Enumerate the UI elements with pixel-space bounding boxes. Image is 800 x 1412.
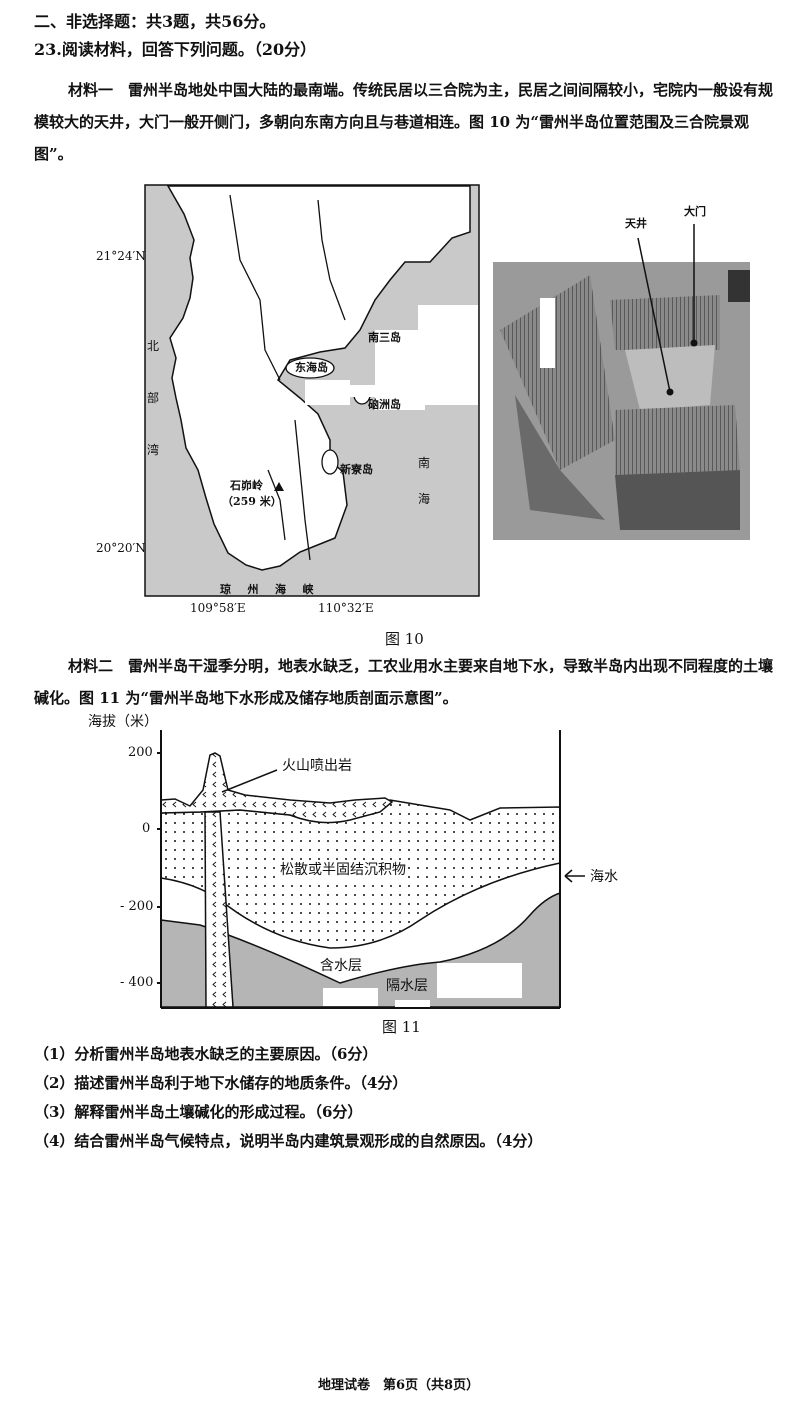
question-3: （3）解释雷州半岛土壤碱化的形成过程。（6分） [34,1103,363,1121]
map-label-peak-height: （259 米） [222,495,282,508]
peninsula-land [166,185,471,571]
volcanic-cap [160,752,394,824]
label-sea-water: 海水 [590,869,618,885]
map-label-naozhou: 硇洲岛 [368,398,401,411]
map-label-xinliao: 新寮岛 [340,463,373,476]
lat-label-north: 21°24′N [96,249,146,263]
figure10-caption: 图 10 [385,630,424,648]
courtyard-photo [493,224,750,540]
question-title: 23.阅读材料，回答下列问题。（20分） [34,40,317,59]
label-aquifer: 含水层 [320,958,362,974]
map-label-nansan: 南三岛 [368,331,401,344]
section-heading: 二、非选择题：共3题，共56分。 [34,12,276,31]
y-tick-minus200: - 200 [120,899,154,914]
map-label-strait: 琼 州 海 峡 [220,583,314,596]
figure11-caption: 图 11 [382,1018,421,1036]
question-2: （2）描述雷州半岛利于地下水储存的地质条件。（4分） [34,1074,408,1092]
map-label-donghai: 东海岛 [295,361,328,374]
question-4: （4）结合雷州半岛气候特点，说明半岛内建筑景观形成的自然原因。（4分） [34,1132,543,1150]
label-sediment: 松散或半固结沉积物 [280,860,406,880]
lon-label-west: 109°58′E [190,601,246,615]
photo-label-courtyard: 天井 [625,217,647,230]
question-1: （1）分析雷州半岛地表水缺乏的主要原因。（6分） [34,1045,378,1063]
map-label-nanhai: 南海 [418,456,431,506]
lat-label-south: 20°20′N [96,541,146,555]
page-footer: 地理试卷 第6页（共8页） [318,1378,480,1393]
y-axis-label: 海拔（米） [88,714,158,730]
material-1-label: 材料一 [68,81,114,99]
peak-triangle-icon [274,482,284,491]
map-label-beibu: 北部湾 [147,339,160,457]
material-1: 材料一 雷州半岛地处中国大陆的最南端。传统民居以三合院为主，民居之间间隔较小，宅… [34,74,774,170]
y-tick-0: 0 [142,821,151,836]
sea-arrow-icon [564,869,585,883]
y-tick-200: 200 [128,745,153,760]
material-2-text: 雷州半岛干湿季分明，地表水缺乏，工农业用水主要来自地下水，导致半岛内出现不同程度… [34,657,774,707]
map-label-peak: 石峁岭 [230,479,263,492]
material-1-text: 雷州半岛地处中国大陆的最南端。传统民居以三合院为主，民居之间间隔较小，宅院内一般… [34,81,774,163]
label-aquiclude: 隔水层 [386,978,428,994]
label-volcanic-rock: 火山喷出岩 [282,758,352,774]
y-tick-minus400: - 400 [120,975,154,990]
material-2: 材料二 雷州半岛干湿季分明，地表水缺乏，工农业用水主要来自地下水，导致半岛内出现… [34,650,774,714]
photo-label-gate: 大门 [684,205,706,218]
location-map [144,184,480,597]
lon-label-east: 110°32′E [318,601,374,615]
material-2-label: 材料二 [68,657,114,675]
